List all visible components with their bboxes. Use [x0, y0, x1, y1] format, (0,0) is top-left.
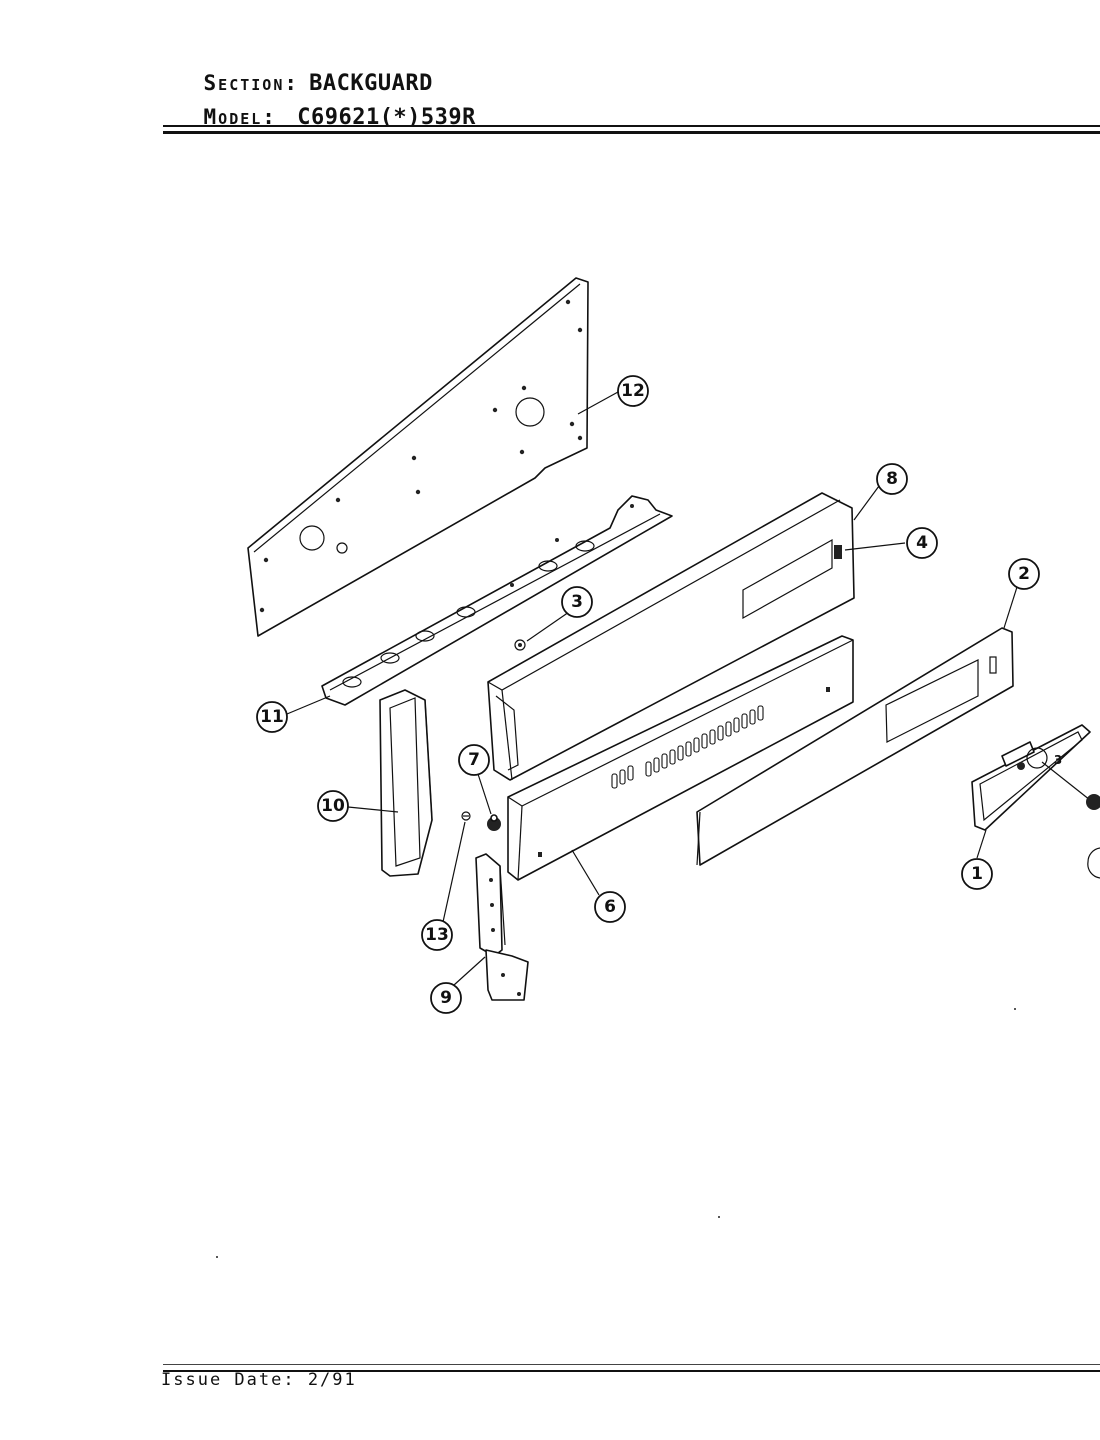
part-7-fastener	[487, 814, 501, 831]
footer-divider-thick	[163, 1370, 1100, 1372]
callout-11: 11	[256, 701, 288, 733]
callout-2: 2	[1008, 558, 1040, 590]
callout-13: 13	[421, 919, 453, 951]
part-2-control-panel	[696, 627, 1014, 866]
vent-slots	[611, 705, 764, 789]
part-6-vent-panel	[507, 635, 854, 881]
part-1-bezel-assembly: 3	[971, 724, 1100, 879]
callout-6: 6	[594, 891, 626, 923]
section-value: BACKGUARD	[309, 71, 433, 96]
footer-divider	[163, 1364, 1100, 1365]
callout-4: 4	[906, 527, 938, 559]
header-divider	[163, 125, 1100, 127]
callout-13-number: 13	[425, 925, 449, 945]
callout-11-number: 11	[260, 707, 284, 727]
part-8-backguard-housing	[487, 492, 855, 781]
callout-9: 9	[430, 982, 462, 1014]
header-divider-thick	[163, 131, 1100, 134]
callout-7-number: 7	[468, 750, 480, 770]
part-11-support-rail	[321, 495, 673, 706]
callout-8-number: 8	[886, 469, 898, 489]
scan-specks	[216, 1008, 1016, 1258]
section-label: Section:	[203, 71, 300, 95]
knob-mark: 3	[1054, 753, 1062, 767]
leader-lines	[286, 391, 1018, 986]
callout-3: 3	[561, 586, 593, 618]
section-heading: Section: BACKGUARD	[163, 52, 433, 115]
callout-2-number: 2	[1018, 564, 1030, 584]
part-9-mounting-bracket	[475, 853, 529, 1001]
callout-9-number: 9	[440, 988, 452, 1008]
issue-date: Issue Date: 2/91	[161, 1370, 357, 1390]
callout-7: 7	[458, 744, 490, 776]
callout-1-number: 1	[971, 864, 983, 884]
part-13-screw	[461, 811, 471, 821]
callout-1: 1	[961, 858, 993, 890]
callout-4-number: 4	[916, 533, 928, 553]
callout-10-number: 10	[321, 796, 345, 816]
part-12-rear-panel	[247, 277, 589, 637]
callout-10: 10	[317, 790, 349, 822]
callout-6-number: 6	[604, 897, 616, 917]
callout-3-number: 3	[571, 592, 583, 612]
part-10-end-trim	[379, 689, 433, 877]
callout-8: 8	[876, 463, 908, 495]
part-3-grommet	[514, 639, 526, 651]
callout-12-number: 12	[621, 381, 645, 401]
callout-12: 12	[617, 375, 649, 407]
